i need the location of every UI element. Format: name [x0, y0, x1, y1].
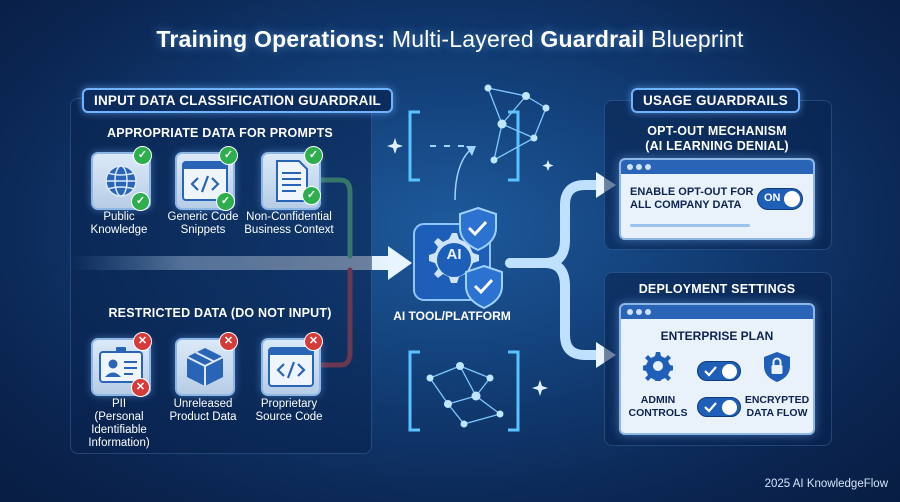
window-dot — [645, 309, 651, 315]
unreleased-product-tile — [175, 338, 235, 396]
x-badge-icon: ✕ — [133, 332, 152, 351]
x-badge-icon: ✕ — [304, 332, 323, 351]
split-arrows — [505, 180, 603, 360]
title-part-3: Guardrail — [540, 26, 645, 52]
checkmark-icon — [704, 366, 717, 377]
proprietary-code-tile — [261, 338, 321, 396]
window-dot — [627, 309, 633, 315]
public-knowledge-line-1: Public — [103, 211, 135, 223]
document-icon — [276, 160, 308, 202]
box-icon — [186, 348, 224, 386]
window-titlebar — [621, 305, 813, 319]
non-confidential-line-1: Non-Confidential — [246, 211, 332, 223]
page-title: Training Operations: Multi-Layered Guard… — [0, 26, 900, 53]
window-dot — [645, 164, 651, 170]
enterprise-plan-label: ENTERPRISE PLAN — [660, 329, 774, 343]
id-card-icon — [99, 347, 143, 383]
proprietary-line-2: Source Code — [255, 411, 323, 423]
shield-check-icon-bottom — [465, 264, 503, 310]
pii-line-2: (Personal — [94, 411, 144, 423]
check-badge-icon: ✓ — [131, 192, 150, 211]
title-part-1: Training Operations: — [156, 26, 386, 52]
toggle-knob — [722, 399, 737, 415]
generic-code-line-2: Snippets — [180, 224, 226, 236]
input-classification-header: INPUT DATA CLASSIFICATION GUARDRAIL — [82, 88, 393, 113]
deployment-heading: DEPLOYMENT SETTINGS — [638, 282, 796, 296]
checkmark-icon — [704, 402, 717, 413]
check-badge-icon: ✓ — [219, 146, 238, 165]
unreleased-line-2: Product Data — [169, 411, 237, 423]
optout-toggle[interactable]: ON — [757, 188, 803, 210]
title-part-4: Blueprint — [644, 26, 744, 52]
check-badge-icon: ✓ — [304, 146, 323, 165]
admin-toggle-1[interactable] — [697, 361, 741, 381]
shield-check-icon-top — [459, 206, 497, 252]
appropriate-data-heading: APPROPRIATE DATA FOR PROMPTS — [107, 126, 333, 140]
title-part-2: Multi-Layered — [385, 26, 541, 52]
toggle-knob — [784, 191, 800, 207]
network-graphic-top — [387, 84, 554, 201]
credit-text: 2025 AI KnowledgeFlow — [764, 478, 888, 490]
check-badge-icon: ✓ — [302, 186, 321, 205]
lock-shield-icon — [764, 352, 790, 382]
check-badge-icon: ✓ — [133, 146, 152, 165]
generic-code-tile — [175, 152, 235, 210]
code-window-icon — [182, 161, 228, 201]
window-dot — [627, 164, 633, 170]
encrypted-line-2: DATA FLOW — [746, 407, 808, 419]
admin-line-2: CONTROLS — [628, 407, 688, 419]
x-badge-icon: ✕ — [131, 378, 150, 397]
encrypted-line-1: ENCRYPTED — [744, 394, 810, 406]
public-knowledge-line-2: Knowledge — [90, 224, 148, 236]
toggle-on-label: ON — [764, 192, 781, 204]
ai-platform-label: AI TOOL/PLATFORM — [393, 309, 511, 323]
proprietary-line-1: Proprietary — [260, 398, 318, 410]
gear-icon — [643, 352, 673, 381]
admin-line-1: ADMIN — [640, 394, 676, 406]
toggle-knob — [722, 363, 737, 379]
pii-line-4: Information) — [88, 437, 150, 449]
globe-icon — [105, 165, 137, 197]
code-window-icon — [268, 347, 314, 387]
window-titlebar — [621, 160, 813, 174]
ai-chip-text: AI — [446, 246, 462, 263]
progress-line — [630, 224, 750, 227]
generic-code-line-1: Generic Code — [167, 211, 239, 223]
unreleased-line-1: Unreleased — [173, 398, 233, 410]
optout-text-line-1: ENABLE OPT-OUT FOR — [630, 186, 754, 198]
check-badge-icon: ✓ — [216, 192, 235, 211]
pii-line-1: PII — [111, 398, 127, 410]
non-confidential-line-2: Business Context — [244, 224, 334, 236]
network-graphic-bottom — [408, 350, 548, 432]
usage-guardrails-header: USAGE GUARDRAILS — [631, 88, 800, 113]
optout-heading-line-1: OPT-OUT MECHANISM — [647, 124, 787, 138]
window-dot — [636, 309, 642, 315]
optout-heading: OPT-OUT MECHANISM(AI LEARNING DENIAL) — [604, 124, 830, 154]
optout-heading-line-2: (AI LEARNING DENIAL) — [645, 139, 789, 153]
optout-text-line-2: ALL COMPANY DATA — [630, 199, 742, 211]
x-badge-icon: ✕ — [219, 332, 238, 351]
admin-toggle-2[interactable] — [697, 397, 741, 417]
pii-line-3: Identifiable — [91, 424, 147, 436]
window-dot — [636, 164, 642, 170]
restricted-data-heading: RESTRICTED DATA (DO NOT INPUT) — [108, 306, 332, 320]
